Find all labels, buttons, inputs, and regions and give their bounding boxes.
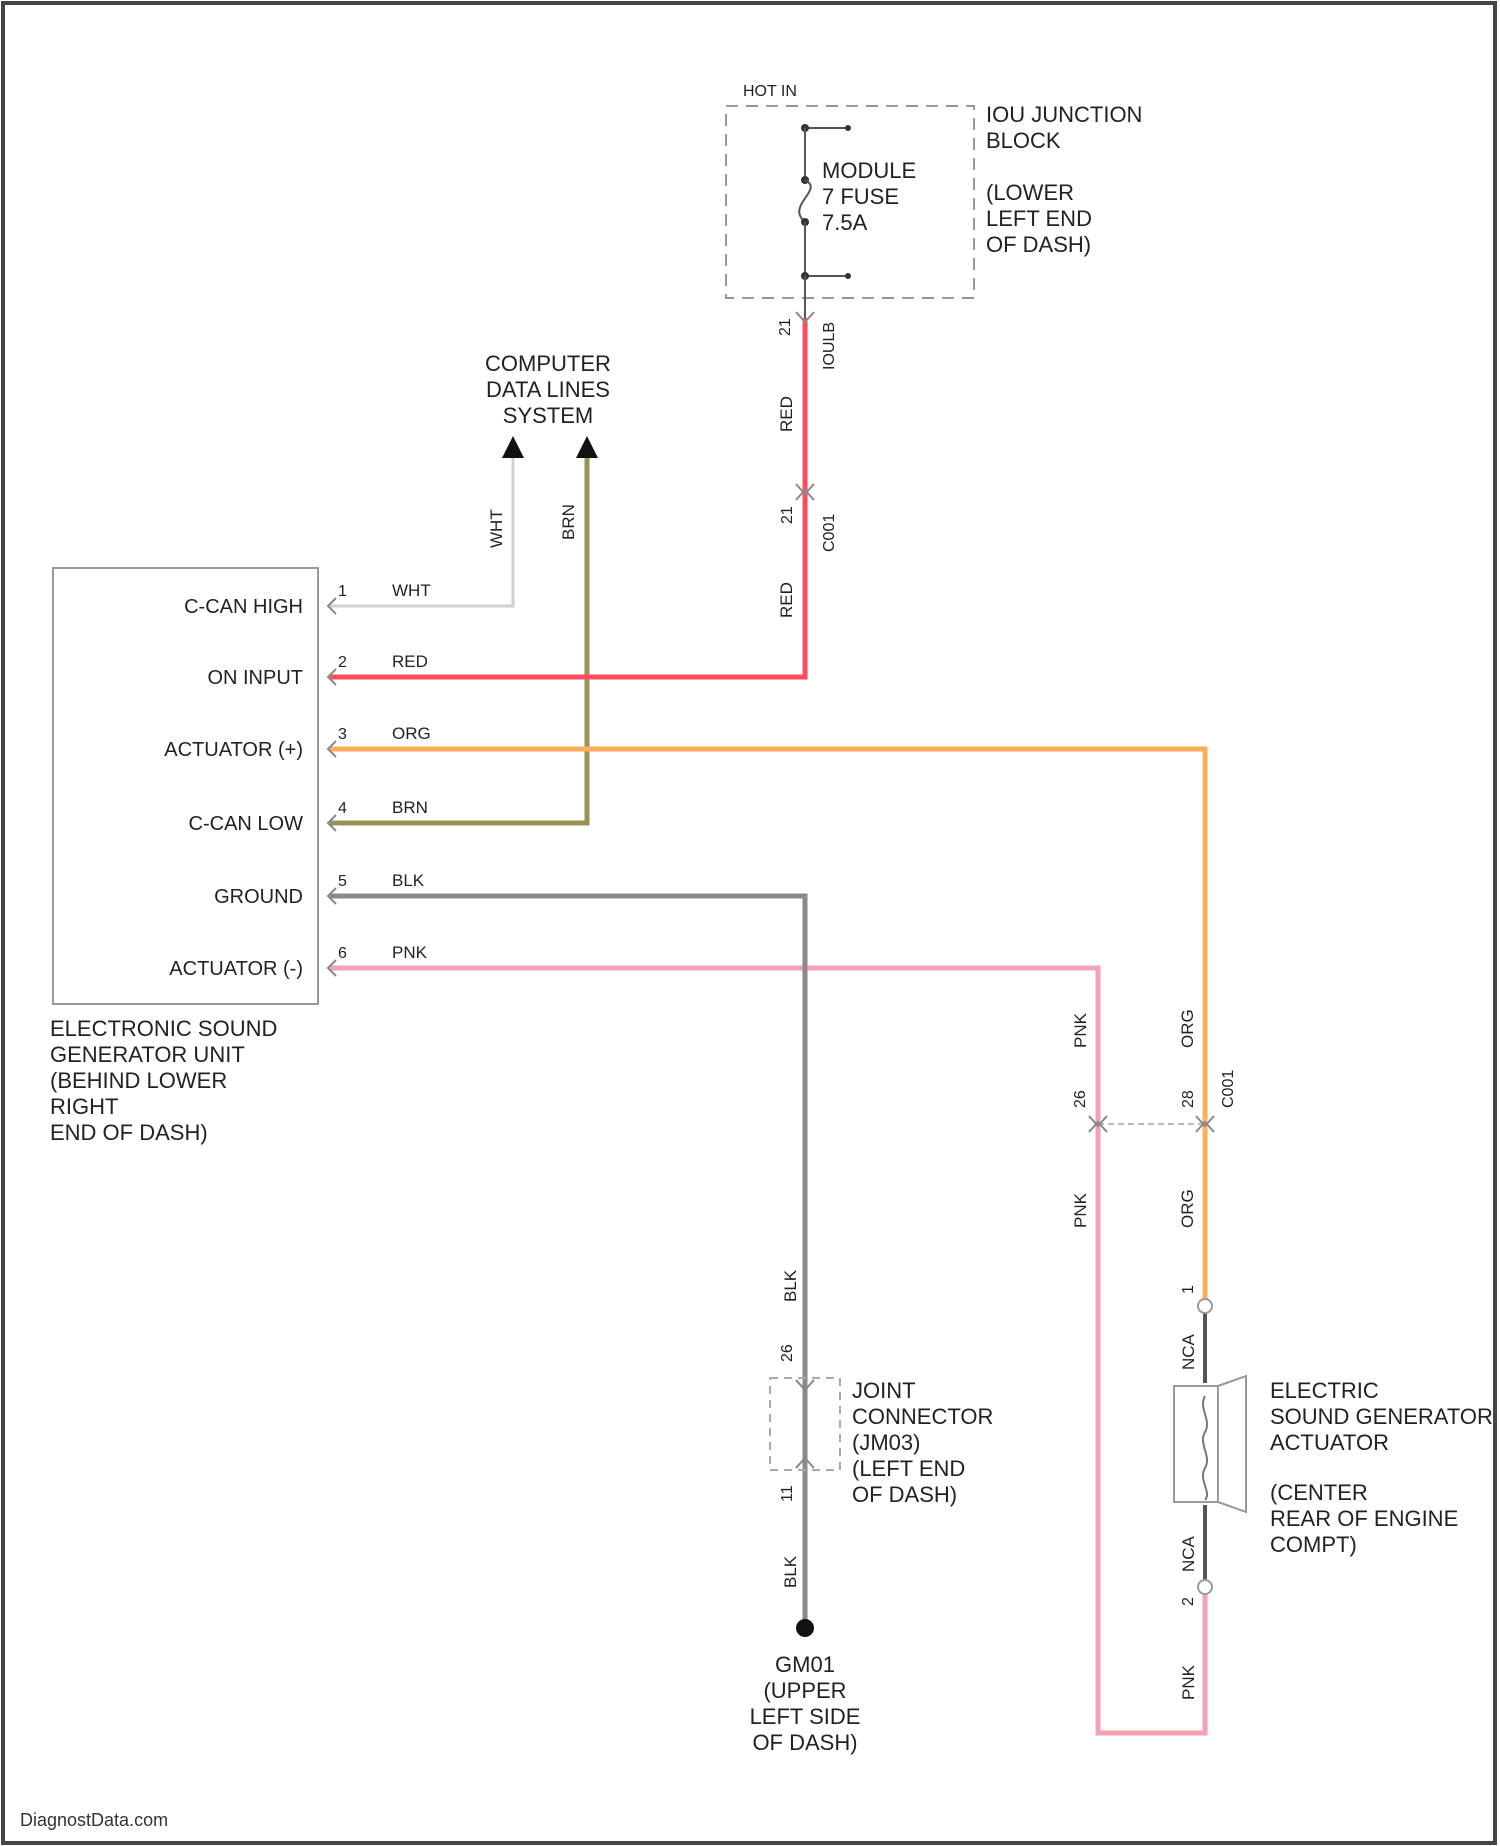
actuator-label-6: COMPT)	[1270, 1532, 1357, 1557]
bus-bottom-tip	[845, 273, 851, 279]
junction-label-4: LEFT END	[986, 206, 1092, 231]
fuse-label-1: MODULE	[822, 158, 916, 183]
actuator-label-2: SOUND GENERATOR	[1270, 1404, 1493, 1429]
actuator-pin-top: 1	[1180, 1285, 1197, 1294]
esg-caption-1: ELECTRONIC SOUND	[50, 1016, 277, 1041]
esg-pin-label: ON INPUT	[207, 667, 303, 689]
actuator-label-4: (CENTER	[1270, 1480, 1368, 1505]
ground-label-2: (UPPER	[763, 1678, 846, 1703]
ground-symbol	[796, 1619, 814, 1637]
esg-pin-label: C-CAN LOW	[189, 813, 304, 835]
actuator-terminal-top	[1198, 1299, 1212, 1313]
actuator-label-1: ELECTRIC	[1270, 1378, 1379, 1403]
joint-pin-top: 26	[779, 1344, 796, 1362]
fuse-symbol	[799, 180, 811, 222]
fuse-label-3: 7.5A	[822, 210, 868, 235]
bus-top-tip	[845, 125, 851, 131]
org-wire-label-upper: ORG	[1178, 1009, 1197, 1048]
wht-wire-label-vertical: WHT	[487, 509, 506, 548]
esg-pin-number: 1	[338, 583, 347, 600]
wire-blk	[330, 896, 805, 1624]
fuse-connector-id: IOULB	[821, 322, 838, 370]
red-wire-label-lower: RED	[777, 582, 796, 618]
pnk-wire-label-upper: PNK	[1071, 1012, 1090, 1048]
watermark: DiagnostData.com	[20, 1810, 168, 1830]
actuator-label-5: REAR OF ENGINE	[1270, 1506, 1458, 1531]
cdl-label-1: COMPUTER	[485, 351, 611, 376]
ground-label-4: OF DASH)	[752, 1730, 857, 1755]
ground-label-1: GM01	[775, 1652, 835, 1677]
joint-label-5: OF DASH)	[852, 1482, 957, 1507]
inline-connector-id: C001	[821, 514, 838, 552]
esg-pin-number: 4	[338, 800, 347, 817]
esg-wire-color-label: ORG	[392, 724, 431, 743]
nca-label-lower: NCA	[1179, 1535, 1198, 1572]
c001-pin-org: 28	[1180, 1090, 1197, 1108]
esg-pin-number: 5	[338, 873, 347, 890]
joint-pin-bottom: 11	[779, 1485, 796, 1502]
esg-wire-color-label: BRN	[392, 798, 428, 817]
esg-wire-color-label: RED	[392, 652, 428, 671]
esg-wire-color-label: PNK	[392, 943, 428, 962]
junction-label-1: IOU JUNCTION	[986, 102, 1142, 127]
junction-label-5: OF DASH)	[986, 232, 1091, 257]
junction-label-3: (LOWER	[986, 180, 1074, 205]
joint-label-1: JOINT	[852, 1378, 916, 1403]
esg-wire-color-label: BLK	[392, 871, 425, 890]
hot-in-label: HOT IN	[743, 83, 797, 100]
red-wire-label-upper: RED	[777, 396, 796, 432]
esg-wire-color-label: WHT	[392, 581, 431, 600]
esg-pin-number: 6	[338, 945, 347, 962]
esg-pin-number: 2	[338, 654, 347, 671]
esg-caption-4: RIGHT	[50, 1094, 118, 1119]
esg-unit-box	[53, 568, 318, 1004]
pnk-wire-label-actuator: PNK	[1179, 1664, 1198, 1700]
inline-connector-pin: 21	[779, 506, 796, 524]
joint-label-2: CONNECTOR	[852, 1404, 993, 1429]
blk-wire-label-lower: BLK	[781, 1555, 800, 1588]
fuse-label-2: 7 FUSE	[822, 184, 899, 209]
esg-caption-2: GENERATOR UNIT	[50, 1042, 245, 1067]
esg-pin-label: ACTUATOR (+)	[164, 739, 303, 761]
brn-wire-label-vertical: BRN	[559, 504, 578, 540]
cdl-label-2: DATA LINES	[486, 377, 610, 402]
speaker-icon	[1174, 1376, 1246, 1512]
cdl-arrow-wht	[502, 436, 524, 458]
nca-label-upper: NCA	[1179, 1333, 1198, 1370]
c001-pin-pnk: 26	[1072, 1090, 1089, 1108]
esg-pin-label: ACTUATOR (-)	[169, 958, 303, 980]
ground-label-3: LEFT SIDE	[750, 1704, 861, 1729]
org-wire-label-lower: ORG	[1178, 1189, 1197, 1228]
wire-pnk	[330, 968, 1205, 1733]
c001-id: C001	[1220, 1070, 1237, 1108]
actuator-label-3: ACTUATOR	[1270, 1430, 1389, 1455]
esg-pin-label: GROUND	[214, 886, 303, 908]
wire-brn	[330, 448, 587, 823]
esg-caption-3: (BEHIND LOWER	[50, 1068, 227, 1093]
blk-wire-label-upper: BLK	[781, 1269, 800, 1302]
cdl-arrow-brn	[576, 436, 598, 458]
actuator-pin-bottom: 2	[1180, 1597, 1197, 1606]
cdl-label-3: SYSTEM	[503, 403, 593, 428]
actuator-terminal-bottom	[1198, 1580, 1212, 1594]
pnk-wire-label-lower: PNK	[1071, 1192, 1090, 1228]
esg-pin-number: 3	[338, 726, 347, 743]
junction-label-2: BLOCK	[986, 128, 1061, 153]
esg-caption-5: END OF DASH)	[50, 1120, 208, 1145]
joint-label-4: (LEFT END	[852, 1456, 965, 1481]
esg-pin-label: C-CAN HIGH	[184, 596, 303, 618]
fuse-connector-pin: 21	[777, 318, 794, 336]
joint-label-3: (JM03)	[852, 1430, 920, 1455]
